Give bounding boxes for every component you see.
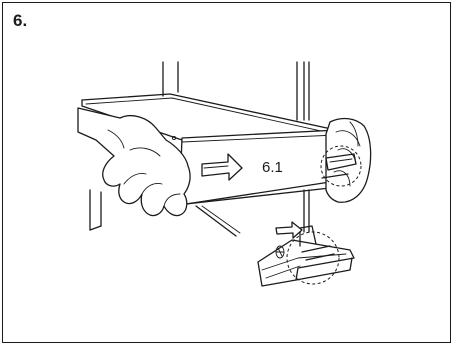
drawer bbox=[81, 93, 341, 237]
right-hand bbox=[325, 117, 372, 203]
left-hand bbox=[77, 107, 191, 217]
callout-label: 6.1 bbox=[262, 159, 283, 176]
detail-arrow-icon bbox=[275, 221, 303, 239]
step-number: 6. bbox=[13, 11, 28, 30]
slide-arrow-icon bbox=[201, 153, 243, 181]
runner-detail-top bbox=[320, 145, 362, 187]
runner-detail-bottom bbox=[257, 225, 355, 287]
cabinet-frame bbox=[89, 61, 310, 233]
